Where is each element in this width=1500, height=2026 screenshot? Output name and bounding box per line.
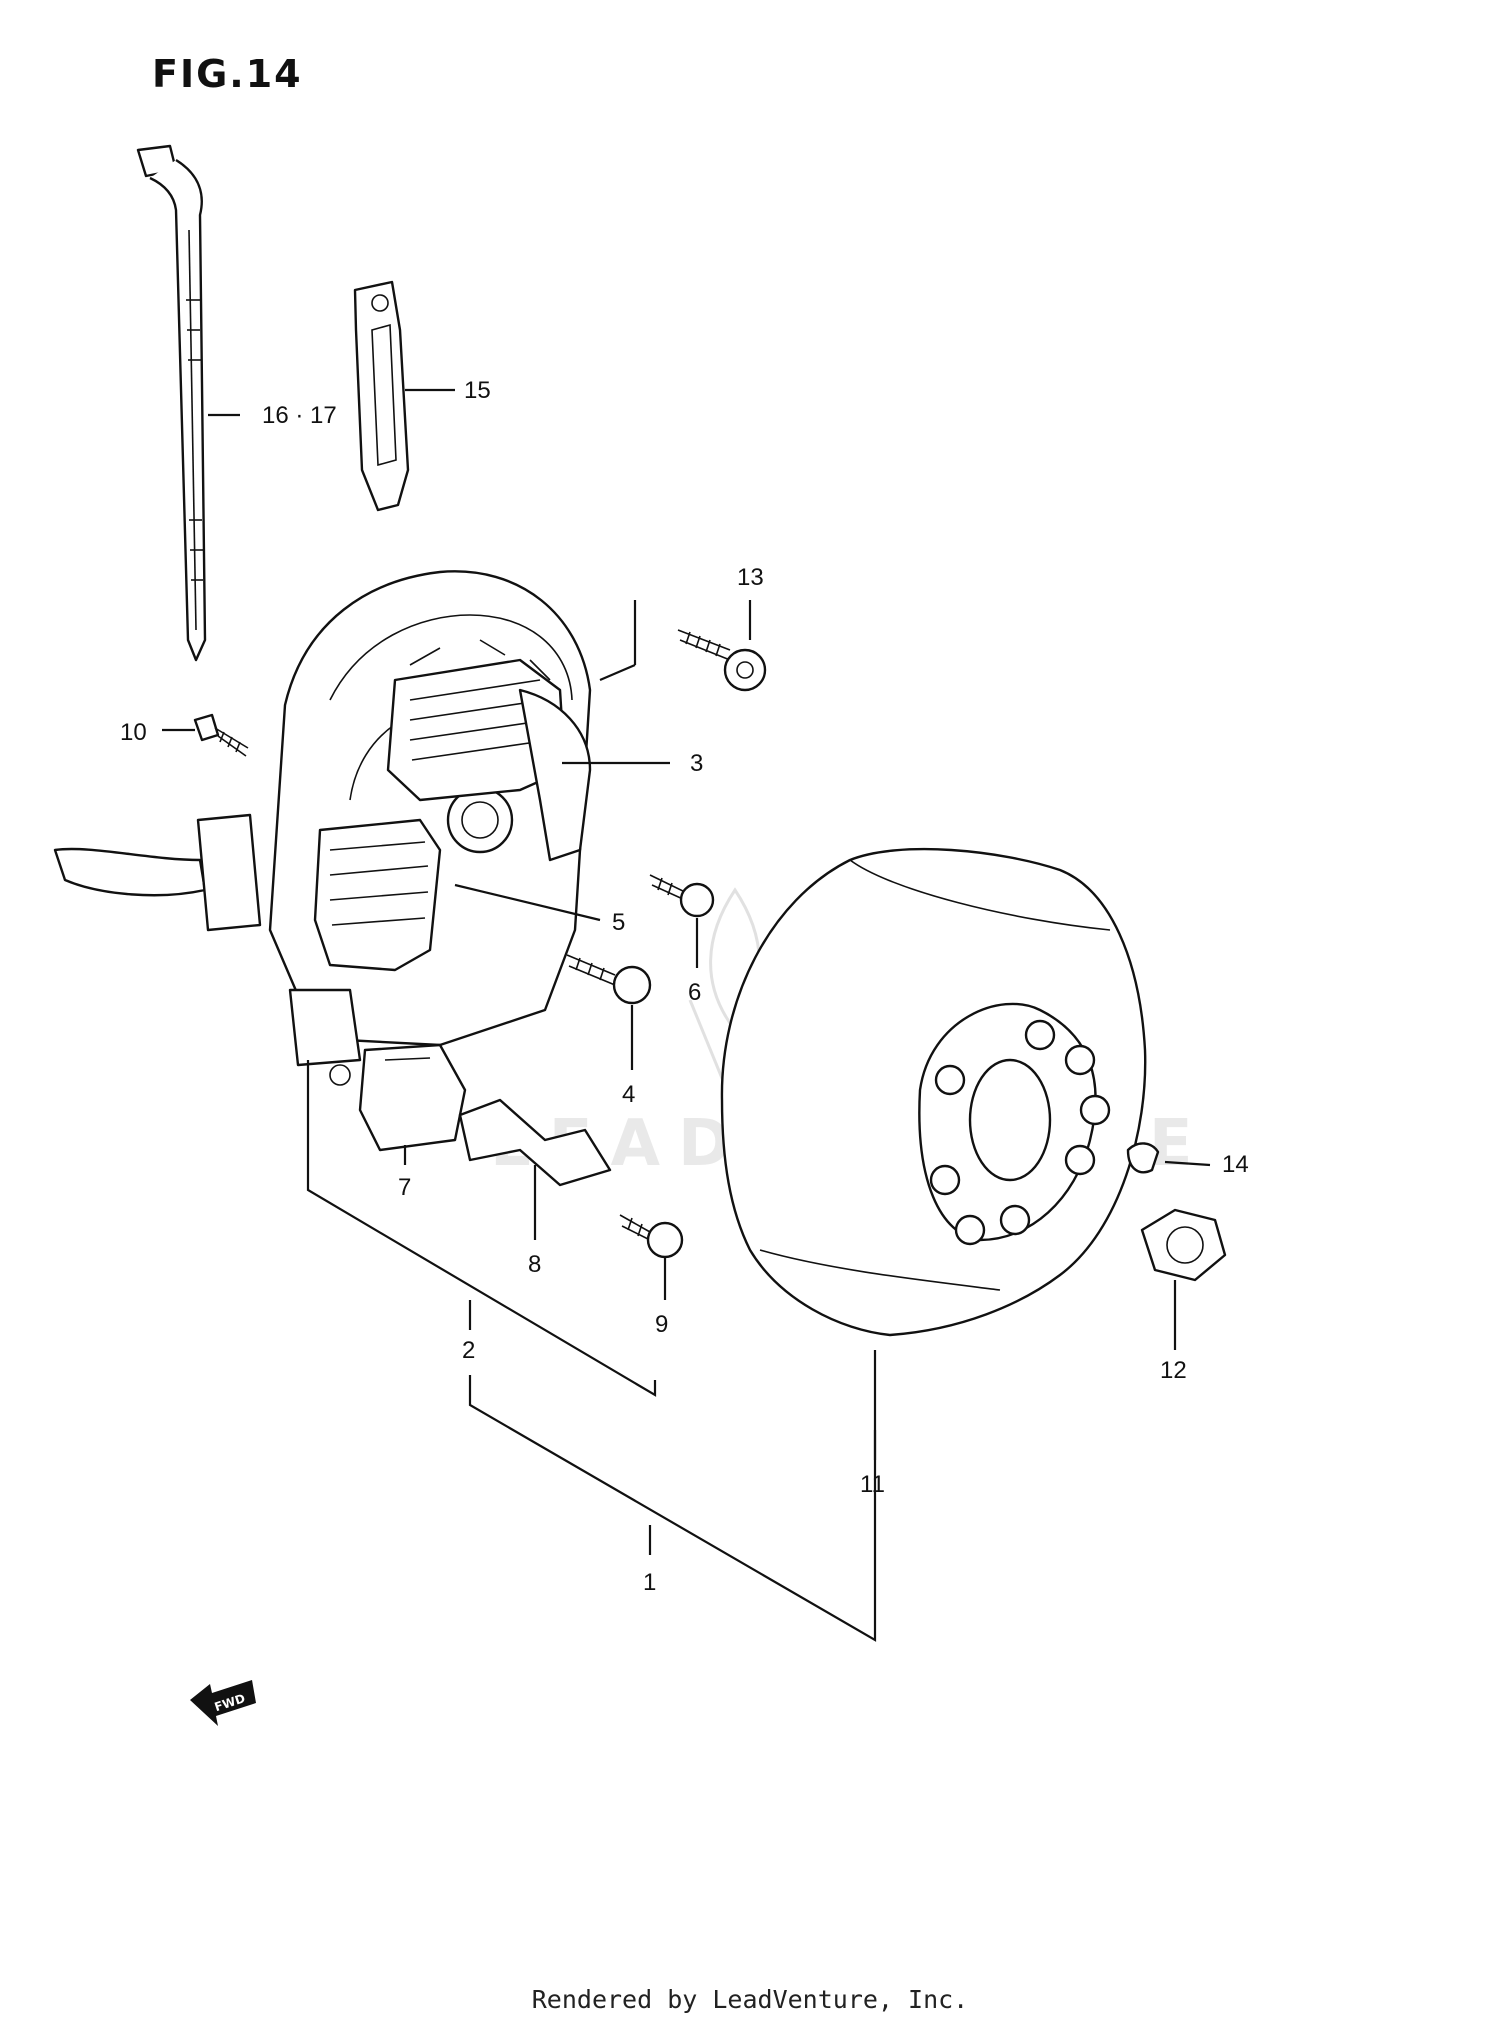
- callout-12: 12: [1160, 1357, 1187, 1384]
- part-cable-tie[interactable]: [136, 144, 207, 662]
- callout-9: 9: [655, 1311, 668, 1338]
- callout-1: 1: [643, 1569, 656, 1596]
- callout-15: 15: [464, 377, 491, 404]
- part-clamp[interactable]: [353, 280, 410, 512]
- callout-7: 7: [398, 1174, 411, 1201]
- callout-16-17: 16 · 17: [262, 402, 337, 429]
- callout-11: 11: [860, 1471, 885, 1498]
- callout-2: 2: [462, 1337, 475, 1364]
- part-coil-upper[interactable]: [386, 658, 592, 862]
- part-coil-lower[interactable]: [313, 818, 442, 972]
- callout-5: 5: [612, 909, 625, 936]
- part-screw-9[interactable]: [619, 1214, 684, 1259]
- callout-8: 8: [528, 1251, 541, 1278]
- callout-10: 10: [120, 719, 147, 746]
- figure-title: FIG.14: [152, 52, 303, 96]
- callout-13: 13: [737, 564, 764, 591]
- render-credit: Rendered by LeadVenture, Inc.: [531, 1985, 969, 2014]
- part-screw-13[interactable]: [677, 629, 767, 692]
- part-key[interactable]: [1126, 1142, 1160, 1174]
- part-nut[interactable]: [1140, 1208, 1227, 1282]
- fwd-arrow-icon: FWD: [190, 1680, 256, 1726]
- part-screw-4[interactable]: [566, 954, 652, 1005]
- leader-lines: [162, 388, 1211, 1642]
- callout-labels: 1 2 3 4 5 6 7 8 9 10 11 12 13 14 15 16 ·…: [120, 377, 1249, 1596]
- callout-6: 6: [688, 979, 701, 1006]
- part-flywheel-rotor[interactable]: [720, 847, 1147, 1337]
- callout-3: 3: [690, 750, 703, 777]
- part-pickup-coil[interactable]: [288, 988, 467, 1152]
- part-bracket[interactable]: [458, 1098, 612, 1187]
- part-screw-10[interactable]: [193, 713, 249, 757]
- part-wire-harness[interactable]: [53, 813, 262, 932]
- part-screw-6[interactable]: [649, 874, 715, 918]
- callout-4: 4: [622, 1081, 635, 1108]
- callout-14: 14: [1222, 1151, 1249, 1178]
